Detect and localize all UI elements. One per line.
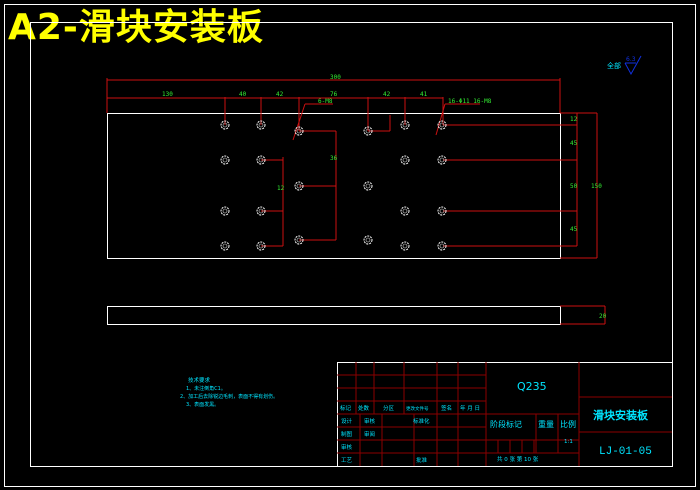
tb-header-1: 标记 — [340, 404, 352, 412]
tb-scale: 1:1 — [564, 439, 573, 445]
hole-icon — [256, 206, 266, 216]
dim-vertical-left-1: 12 — [277, 185, 285, 192]
hole-inner-icon — [222, 122, 228, 128]
outer-frame — [4, 4, 696, 487]
hole-inner-icon — [222, 243, 228, 249]
plate-top-view — [107, 113, 561, 259]
roughness-symbol-icon — [624, 55, 642, 76]
hole-icon — [256, 241, 266, 251]
hole-inner-icon — [402, 157, 408, 163]
dim-top-2: 40 — [239, 91, 247, 98]
tb-drawing-number: LJ-01-05 — [599, 446, 652, 458]
hole-icon — [437, 241, 447, 251]
hole-icon — [400, 206, 410, 216]
hole-inner-icon — [402, 243, 408, 249]
dim-overall-length: 300 — [330, 74, 341, 81]
hole-inner-icon — [439, 243, 445, 249]
tech-req-heading: 技术要求 — [188, 376, 211, 384]
hole-inner-icon — [402, 122, 408, 128]
hole-icon — [294, 126, 304, 136]
hole-icon — [256, 120, 266, 130]
hole-icon — [437, 155, 447, 165]
tb-header-4: 更改文件号 — [406, 405, 429, 412]
tb-audit: 审核 — [341, 443, 353, 451]
inner-frame — [30, 22, 673, 467]
tech-req-item-3: 3、表面发黑。 — [186, 401, 219, 408]
tb-stage-label: 阶段标记 — [490, 419, 522, 429]
hole-inner-icon — [296, 237, 302, 243]
hole-icon — [400, 120, 410, 130]
tb-drafting: 制图 — [341, 430, 353, 438]
hole-icon — [363, 235, 373, 245]
dim-right-3: 50 — [570, 183, 578, 190]
dim-vertical-left-2: 36 — [330, 155, 338, 162]
dim-top-1: 130 — [162, 91, 173, 98]
tb-process: 工艺 — [341, 457, 353, 464]
hole-icon — [220, 241, 230, 251]
tb-header-5: 签名 — [441, 404, 452, 412]
dim-thickness: 20 — [599, 313, 607, 320]
hole-inner-icon — [296, 128, 302, 134]
tb-scale-label: 比例 — [560, 419, 576, 429]
hole-inner-icon — [222, 208, 228, 214]
title-block — [337, 362, 673, 467]
tb-design: 设计 — [341, 417, 353, 425]
hole-icon — [437, 206, 447, 216]
hole-inner-icon — [222, 157, 228, 163]
dim-top-4: 76 — [330, 91, 338, 98]
tb-material: Q235 — [517, 380, 547, 393]
dim-top-3: 42 — [276, 91, 284, 98]
hole-icon — [437, 120, 447, 130]
hole-inner-icon — [402, 208, 408, 214]
hole-note-right: 16-Φ11 16-M8 — [448, 98, 492, 105]
hole-inner-icon — [439, 208, 445, 214]
tb-review: 审核 — [364, 417, 376, 425]
hole-icon — [363, 181, 373, 191]
hole-icon — [256, 155, 266, 165]
hole-inner-icon — [365, 128, 371, 134]
tb-reviewed: 审阅 — [364, 430, 375, 438]
tech-req-item-2: 2、加工后去除锐边毛刺，表面不得有划伤。 — [180, 393, 278, 400]
tb-header-2: 处数 — [358, 404, 370, 412]
hole-inner-icon — [258, 208, 264, 214]
tb-part-name: 滑块安装板 — [593, 408, 649, 422]
tb-header-6: 年 月 日 — [460, 404, 480, 412]
holes — [220, 120, 447, 251]
hole-inner-icon — [296, 183, 302, 189]
hole-inner-icon — [439, 157, 445, 163]
hole-inner-icon — [258, 157, 264, 163]
hole-inner-icon — [439, 122, 445, 128]
dim-right-4: 45 — [570, 226, 578, 233]
hole-icon — [363, 126, 373, 136]
hole-icon — [294, 181, 304, 191]
tech-req-item-1: 1、未注倒角C1。 — [186, 385, 226, 392]
plate-side-view — [107, 306, 561, 325]
roughness-value: 6.3 — [626, 56, 636, 63]
tb-approve: 批准 — [416, 456, 428, 464]
dim-right-1: 12 — [570, 116, 578, 123]
hole-icon — [400, 155, 410, 165]
tb-sheets: 共 0 张 第 10 张 — [497, 455, 539, 463]
dim-top-6: 41 — [420, 91, 428, 98]
hole-icon — [294, 235, 304, 245]
hole-inner-icon — [365, 183, 371, 189]
drawing-title: A2-滑块安装板 — [8, 7, 264, 48]
hole-icon — [220, 206, 230, 216]
dimension-lines — [106, 78, 606, 325]
tb-weight-label: 重量 — [538, 419, 554, 429]
hole-inner-icon — [258, 243, 264, 249]
roughness-label: 全部 — [607, 61, 621, 70]
hole-icon — [400, 241, 410, 251]
tb-header-3: 分区 — [383, 404, 395, 412]
hole-inner-icon — [365, 237, 371, 243]
hole-icon — [220, 120, 230, 130]
dim-right-2: 45 — [570, 140, 578, 147]
tb-standardization: 标准化 — [413, 417, 430, 425]
dim-top-5: 42 — [383, 91, 391, 98]
hole-inner-icon — [258, 122, 264, 128]
hole-note-left: 6-M8 — [318, 98, 333, 105]
hole-icon — [220, 155, 230, 165]
dim-overall-width: 150 — [591, 183, 602, 190]
